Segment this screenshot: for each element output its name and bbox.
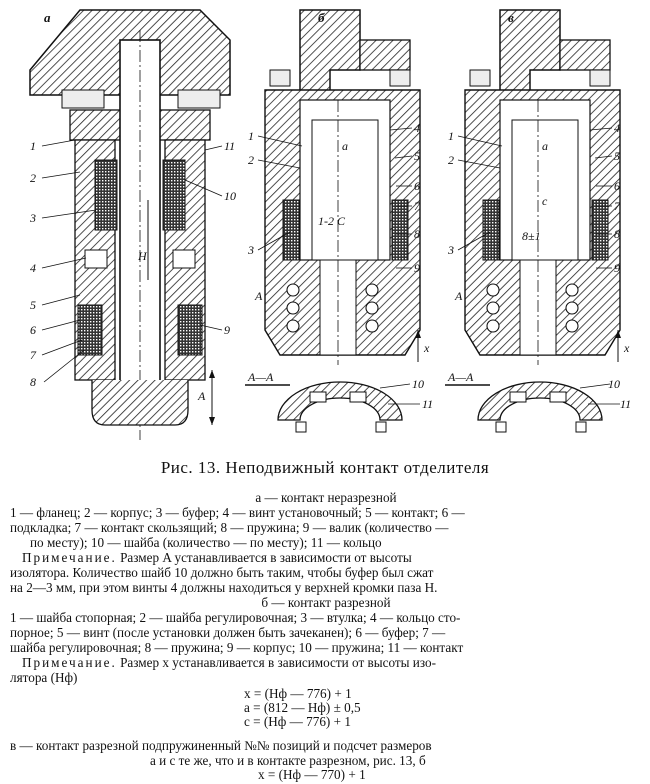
section-mark-b: A [254, 289, 263, 303]
callout-c-2: 2 [448, 153, 454, 167]
callout-b-3: 3 [247, 243, 254, 257]
block-b-parts-line-1: 1 — шайба стопорная; 2 — шайба регулиров… [10, 610, 461, 625]
block-a-heading: а — контакт неразрезной [255, 490, 397, 505]
panel-c-label: в [508, 10, 514, 25]
callout-a-3: 3 [29, 211, 36, 225]
dim-b-x: x [423, 341, 430, 355]
dim-c-c: c [542, 194, 548, 208]
block-a-note: Примечание. Размер A устанавливается в з… [22, 550, 650, 565]
dim-c-a: a [542, 139, 548, 153]
panel-c-drawing [445, 9, 621, 433]
dim-c-x: x [623, 341, 630, 355]
formula-x-b: x = (Нф — 776) + 1 [244, 686, 352, 701]
callout-b-5: 5 [414, 149, 420, 163]
formula-c: c = (Нф — 776) + 1 [244, 714, 351, 729]
panel-b-drawing [245, 9, 421, 433]
callout-c-6: 6 [614, 179, 620, 193]
callout-c-9: 9 [614, 261, 620, 275]
callout-c-1: 1 [448, 129, 454, 143]
block-a-note-line-3: на 2—3 мм, при этом винты 4 должны наход… [10, 580, 438, 595]
block-b-note-line-2: лятора (Нф) [10, 670, 78, 685]
block-a-note-line-1: Размер A устанавливается в зависимости о… [120, 550, 412, 565]
callout-b-11: 11 [422, 397, 433, 411]
panel-a-drawing [29, 9, 231, 440]
callout-b-2: 2 [248, 153, 254, 167]
block-c-line-2: а и с те же, что и в контакте разрезном,… [150, 753, 426, 768]
dim-b-range: 1-2 C [318, 214, 346, 228]
callout-a-11: 11 [224, 139, 235, 153]
callout-a-5: 5 [30, 298, 36, 312]
callout-c-7: 7 [614, 199, 621, 213]
callout-c-4: 4 [614, 121, 620, 135]
section-label-b: А—А [247, 370, 274, 384]
callout-a-10: 10 [224, 189, 236, 203]
block-a-note-label: Примечание. [22, 550, 117, 565]
callout-a-1: 1 [30, 139, 36, 153]
callout-a-2: 2 [30, 171, 36, 185]
technical-drawing: а б в 1 2 3 4 5 6 7 8 11 10 9 A H 1 2 3 … [29, 9, 631, 440]
panel-b-label: б [318, 10, 325, 25]
block-a-note-line-2: изолятора. Количество шайб 10 должно быт… [10, 565, 434, 580]
callout-c-11: 11 [620, 397, 631, 411]
callout-a-6: 6 [30, 323, 36, 337]
formula-a: a = (812 — Нф) ± 0,5 [244, 700, 361, 715]
dim-c-range: 8±1 [522, 229, 541, 243]
figure-caption: Рис. 13. Неподвижный контакт отделителя [160, 458, 490, 477]
block-a-parts-line-3: по месту); 10 — шайба (количество — по м… [30, 535, 382, 550]
callout-b-7: 7 [414, 199, 421, 213]
callout-b-6: 6 [414, 179, 420, 193]
block-a-parts-line-1: 1 — фланец; 2 — корпус; 3 — буфер; 4 — в… [10, 505, 465, 520]
callout-c-3: 3 [447, 243, 454, 257]
callout-b-10: 10 [412, 377, 424, 391]
block-b-heading: б — контакт разрезной [261, 595, 391, 610]
section-mark-c: A [454, 289, 463, 303]
block-b-note: Примечание. Размер x устанавливается в з… [22, 655, 650, 670]
block-a-parts-line-2: подкладка; 7 — контакт скользящий; 8 — п… [10, 520, 449, 535]
formula-x-c: x = (Нф — 770) + 1 [258, 767, 366, 782]
callout-a-4: 4 [30, 261, 36, 275]
callout-a-7: 7 [30, 348, 37, 362]
callout-a-8: 8 [30, 375, 36, 389]
section-label-c: А—А [447, 370, 474, 384]
dim-a-A: A [197, 389, 206, 403]
callout-c-8: 8 [614, 227, 620, 241]
callout-b-8: 8 [414, 227, 420, 241]
callout-b-4: 4 [414, 121, 420, 135]
block-b-parts-line-3: шайба регулировочная; 8 — пружина; 9 — к… [10, 640, 464, 655]
block-c-line-1: в — контакт разрезной подпружиненный №№ … [10, 738, 432, 753]
callout-a-9: 9 [224, 323, 230, 337]
dim-a-H: H [137, 249, 148, 263]
block-b-note-label: Примечание. [22, 655, 117, 670]
block-b-parts-line-2: порное; 5 — винт (после установки должен… [10, 625, 446, 640]
callout-c-5: 5 [614, 149, 620, 163]
callout-b-1: 1 [248, 129, 254, 143]
block-b-note-line-1: Размер x устанавливается в зависимости о… [120, 655, 436, 670]
callout-c-10: 10 [608, 377, 620, 391]
dim-b-a: a [342, 139, 348, 153]
callout-b-9: 9 [414, 261, 420, 275]
panel-a-label: а [44, 10, 51, 25]
